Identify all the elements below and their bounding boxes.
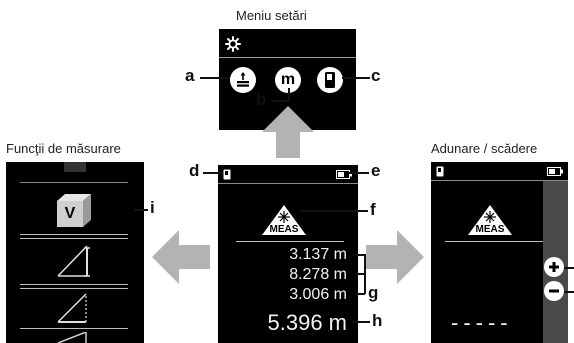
volume-cube-icon	[57, 194, 91, 227]
unit-button-label: m	[280, 71, 296, 88]
callout-c: c	[371, 66, 381, 85]
callout-i: i	[150, 198, 155, 217]
volume-label: V	[64, 205, 76, 222]
device-icon	[223, 169, 231, 180]
functions-divider-3	[20, 238, 128, 239]
leader-i	[134, 209, 148, 211]
meas-logo-text: MEAS	[475, 224, 505, 235]
bracket-g-bottom	[355, 293, 365, 295]
leader-f	[300, 210, 368, 212]
partial-function-icon	[57, 332, 87, 343]
main-screen: MEAS 3.137 m 8.278 m 3.006 m 5.396 m	[218, 165, 358, 343]
callout-d: d	[189, 161, 200, 180]
bracket-g-vertical	[364, 254, 366, 294]
leader-add	[564, 267, 574, 269]
meas-logo-text: MEAS	[269, 224, 299, 235]
callout-f: f	[370, 200, 376, 219]
callout-a: a	[185, 66, 195, 85]
leader-b-horizontal	[271, 100, 289, 102]
add-subtract-screen: MEAS -----	[431, 162, 568, 343]
leader-a	[200, 77, 230, 79]
plus-icon	[549, 262, 559, 272]
volume-function[interactable]: V	[55, 192, 93, 228]
settings-screen: m	[219, 29, 356, 130]
bracket-g-mid	[355, 273, 365, 275]
laser-star-icon	[468, 205, 512, 235]
functions-divider-4	[20, 284, 128, 285]
status-divider	[431, 180, 568, 181]
gear-icon	[225, 36, 241, 57]
callout-b: b	[256, 90, 267, 109]
result-value: 5.396 m	[267, 310, 348, 335]
battery-icon	[547, 167, 563, 176]
battery-icon	[336, 170, 352, 179]
leader-c	[342, 77, 370, 79]
caption-add-subtract: Adunare / scădere	[431, 141, 538, 156]
leader-b-vertical	[288, 88, 290, 101]
functions-divider-5	[20, 288, 128, 289]
caption-measure-functions: Funcţii de măsurare	[6, 141, 121, 156]
minus-icon	[549, 289, 559, 293]
pending-value: -----	[451, 310, 513, 335]
status-divider	[218, 183, 358, 184]
leader-h	[352, 321, 370, 323]
add-button[interactable]	[544, 257, 564, 277]
functions-divider-1	[20, 182, 128, 183]
laser-star-icon	[262, 205, 306, 235]
addsub-divider	[445, 241, 543, 242]
callout-h: h	[372, 311, 383, 330]
arrow-up	[262, 106, 314, 158]
functions-divider-2	[20, 234, 128, 235]
meas-logo: MEAS	[467, 204, 513, 236]
caption-settings-menu: Meniu setări	[236, 8, 307, 23]
device-settings-button[interactable]	[317, 67, 343, 93]
leader-e	[349, 172, 369, 174]
measurement-2: 8.278 m	[289, 266, 347, 283]
subtract-button[interactable]	[544, 281, 564, 301]
leader-d	[203, 172, 223, 174]
leader-subtract	[564, 291, 574, 293]
height-measure-icon[interactable]	[56, 292, 92, 324]
functions-screen: V	[6, 162, 144, 343]
functions-divider-6	[20, 328, 128, 329]
meas-logo: MEAS	[261, 204, 307, 236]
callout-g: g	[368, 283, 379, 302]
device-icon	[436, 166, 444, 177]
arrow-left	[152, 230, 210, 284]
bracket-g-top	[355, 254, 365, 256]
area-icon-partial	[64, 162, 86, 172]
main-divider	[236, 241, 344, 242]
callout-e: e	[371, 161, 381, 180]
settings-divider	[219, 57, 356, 58]
measurement-3: 3.006 m	[289, 286, 347, 303]
device-icon	[325, 72, 335, 88]
pythagoras-icon[interactable]	[56, 244, 92, 278]
arrow-right	[366, 230, 424, 284]
reference-point-icon	[237, 72, 249, 87]
reference-point-button[interactable]	[230, 67, 256, 93]
measurement-1: 3.137 m	[289, 246, 347, 263]
